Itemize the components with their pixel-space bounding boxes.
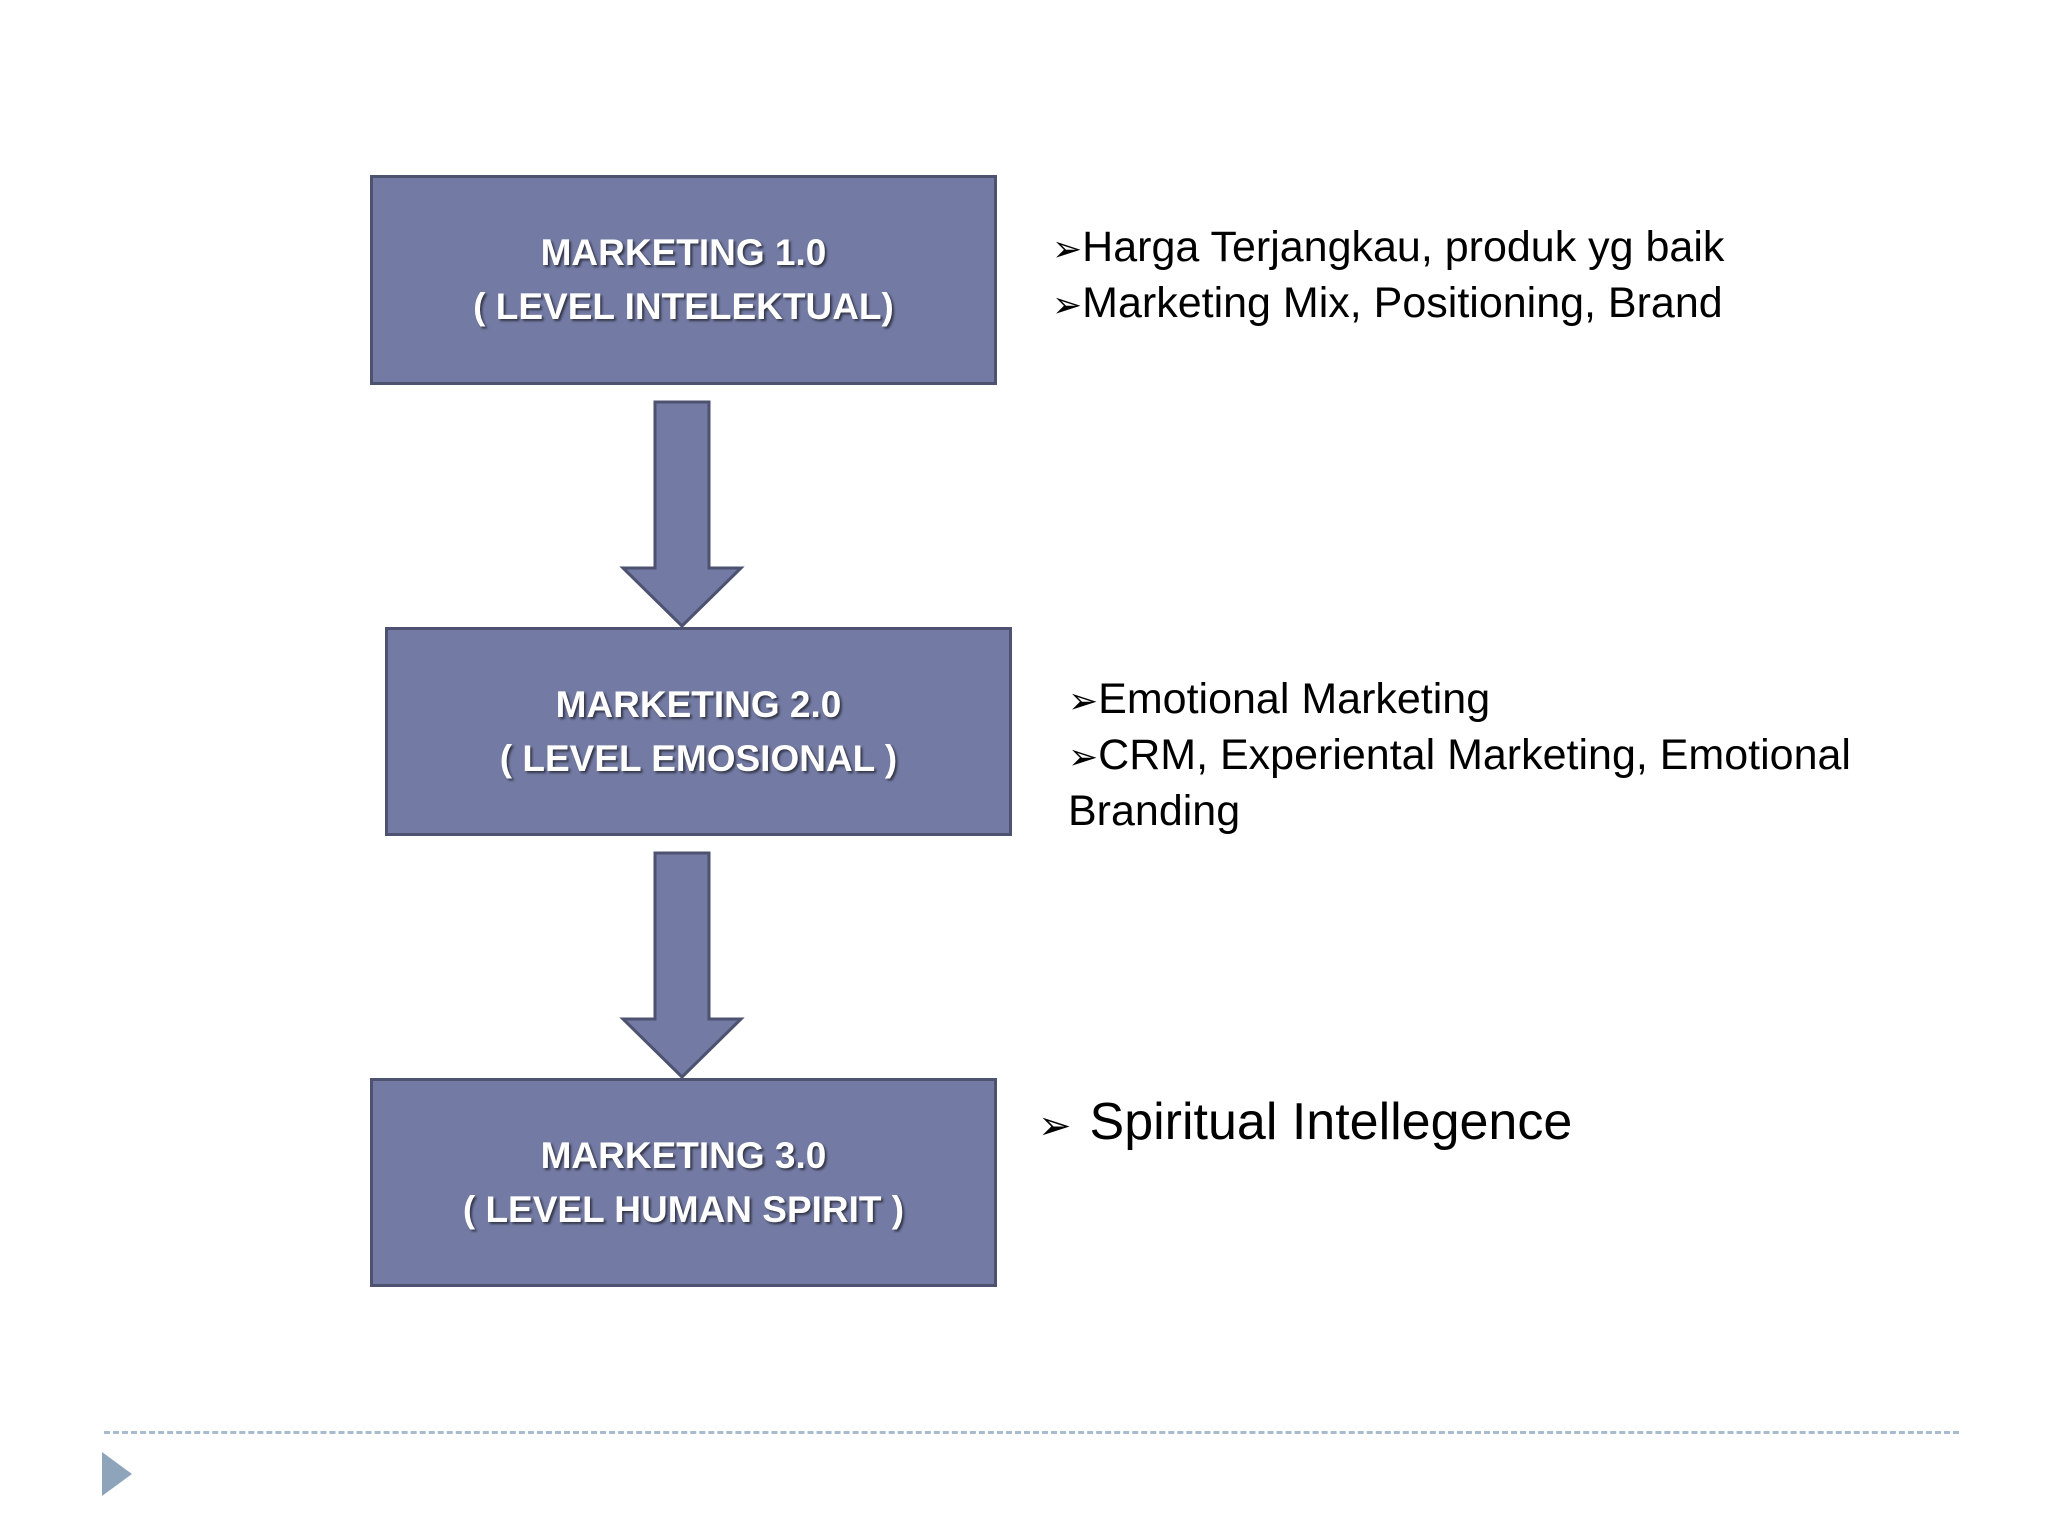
level-3-bullet-list: ➢ Spiritual Intellegence [1038,1090,1938,1158]
right-arrowhead-icon: ➢ [1052,228,1083,269]
level-1-box: MARKETING 1.0 ( LEVEL INTELEKTUAL) [370,175,997,385]
bullet-text: Marketing Mix, Positioning, Brand [1082,279,1723,327]
list-item: ➢Harga Terjangkau, produk yg baik [1052,220,1952,276]
level-2-title: MARKETING 2.0 [555,683,842,725]
level-3-box: MARKETING 3.0 ( LEVEL HUMAN SPIRIT ) [370,1078,997,1287]
list-item: ➢ Spiritual Intellegence [1038,1090,1938,1158]
level-1-bullet-list: ➢Harga Terjangkau, produk yg baik ➢Marke… [1052,220,1952,332]
bullet-text: Emotional Marketing [1098,675,1491,723]
level-3-title: MARKETING 3.0 [540,1134,827,1176]
list-item: ➢CRM, Experiental Marketing, Emotional B… [1068,728,1928,839]
list-item: ➢Emotional Marketing [1068,672,1928,728]
footer-divider [104,1431,1959,1434]
list-item: ➢Marketing Mix, Positioning, Brand [1052,276,1952,332]
right-arrowhead-icon: ➢ [1068,680,1099,721]
level-2-box: MARKETING 2.0 ( LEVEL EMOSIONAL ) [385,627,1012,836]
bullet-text: CRM, Experiental Marketing, Emotional Br… [1068,731,1851,835]
bullet-text: Spiritual Intellegence [1089,1093,1573,1151]
play-triangle-icon [102,1452,132,1496]
right-arrowhead-icon: ➢ [1038,1104,1072,1148]
level-1-title: MARKETING 1.0 [540,232,827,273]
level-1-subtitle: ( LEVEL INTELEKTUAL) [473,286,894,327]
level-2-subtitle: ( LEVEL EMOSIONAL ) [499,737,898,779]
bullet-text: Harga Terjangkau, produk yg baik [1082,223,1725,271]
level-3-subtitle: ( LEVEL HUMAN SPIRIT ) [462,1188,905,1230]
down-arrow-icon [619,851,745,1080]
right-arrowhead-icon: ➢ [1052,284,1083,325]
down-arrow-icon [619,400,745,629]
level-2-bullet-list: ➢Emotional Marketing ➢CRM, Experiental M… [1068,672,1928,839]
right-arrowhead-icon: ➢ [1068,736,1099,777]
